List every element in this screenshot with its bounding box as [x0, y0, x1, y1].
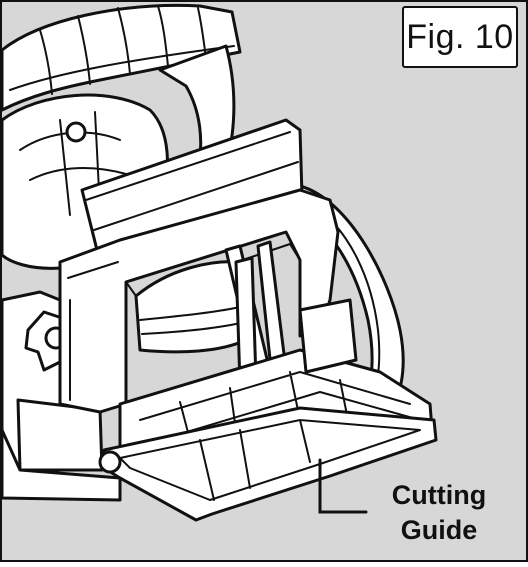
callout-line-2: Guide [400, 515, 478, 545]
motor-core-rings [139, 305, 246, 335]
rear-fence-top [85, 131, 299, 231]
tray-pivot [98, 450, 122, 474]
front-frame [58, 188, 340, 414]
motor-knob [65, 121, 87, 143]
base-plate-left [0, 428, 122, 502]
callout-leader [318, 458, 368, 514]
base-sled-ribs [139, 371, 421, 441]
handle-ridges [39, 5, 207, 95]
callout-line-1: Cutting [391, 480, 487, 510]
right-bracket [298, 298, 358, 374]
cutting-guide-callout: Cutting Guide [378, 478, 500, 548]
handle-lower-edge [9, 45, 235, 91]
figure-number-label: Fig. 10 [402, 6, 518, 68]
